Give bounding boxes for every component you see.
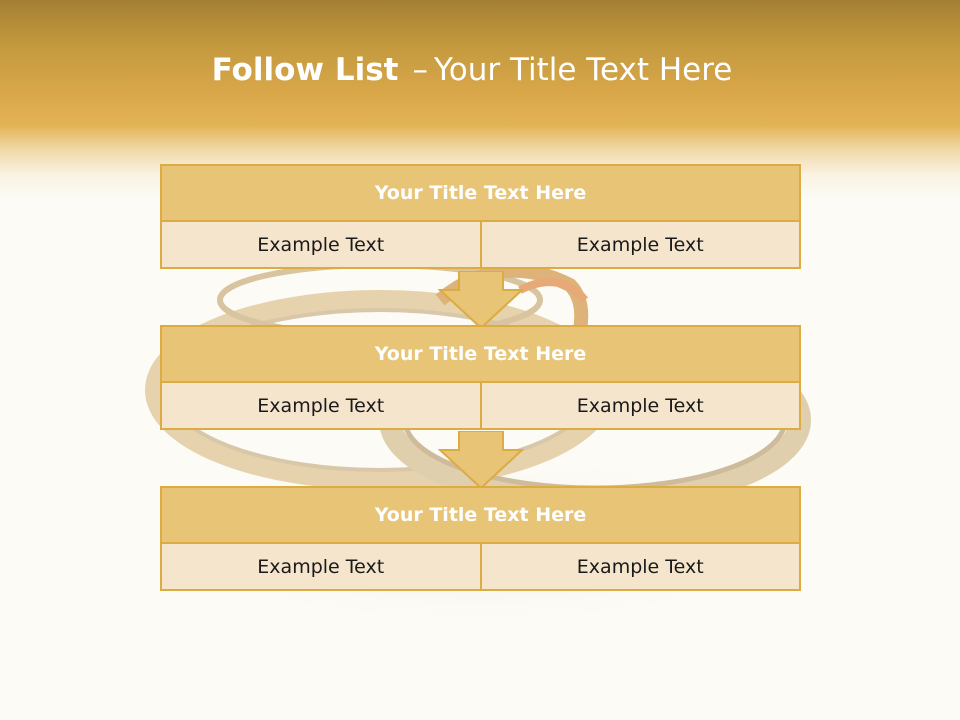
step-box-1: Your Title Text Here Example Text Exampl…	[160, 164, 801, 269]
step-row: Example Text Example Text	[160, 542, 801, 591]
step-cell-left: Example Text	[160, 542, 482, 591]
step-title: Your Title Text Here	[160, 486, 801, 544]
step-cell-left: Example Text	[160, 381, 482, 430]
step-cell-right: Example Text	[479, 220, 801, 269]
step-cell-right: Example Text	[479, 381, 801, 430]
step-row: Example Text Example Text	[160, 381, 801, 430]
step-row: Example Text Example Text	[160, 220, 801, 269]
down-arrow-1	[438, 271, 524, 330]
down-arrow-2	[438, 431, 524, 490]
slide-title: Follow List–Your Title Text Here	[0, 52, 944, 88]
slide-title-bold: Follow List	[211, 52, 399, 88]
slide-title-dash: –	[412, 52, 428, 88]
step-cell-right: Example Text	[479, 542, 801, 591]
step-box-3: Your Title Text Here Example Text Exampl…	[160, 486, 801, 591]
step-title: Your Title Text Here	[160, 325, 801, 383]
step-cell-left: Example Text	[160, 220, 482, 269]
step-box-2: Your Title Text Here Example Text Exampl…	[160, 325, 801, 430]
slide-title-rest: Your Title Text Here	[433, 52, 733, 88]
step-title: Your Title Text Here	[160, 164, 801, 222]
